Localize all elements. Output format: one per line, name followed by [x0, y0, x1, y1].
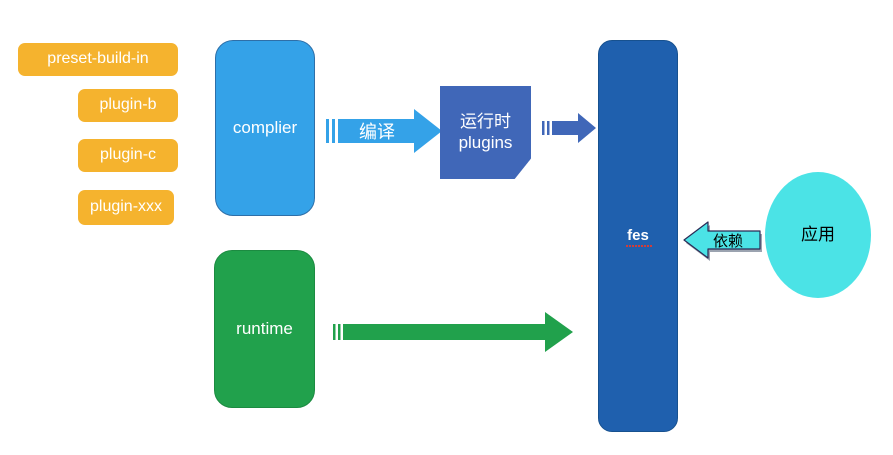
spellcheck-underline-icon: [626, 244, 652, 248]
node-fes-text: fes: [627, 227, 649, 245]
node-runtime-plugins-line2: plugins: [458, 132, 513, 152]
arrow-depend: [683, 221, 762, 261]
node-application-label: 应用: [801, 225, 835, 245]
node-runtime-plugins: 运行时 plugins: [440, 86, 531, 179]
arrow-compile: [326, 109, 442, 153]
chip-label: plugin-b: [99, 96, 157, 114]
chip-plugin-xxx: plugin-xxx: [78, 190, 174, 225]
chip-preset-build-in: preset-build-in: [18, 43, 178, 76]
node-complier-label: complier: [232, 118, 298, 138]
note-fold-corner: [514, 158, 531, 179]
chip-label: plugin-c: [99, 146, 157, 164]
arrow-plugins-to-fes: [542, 113, 596, 143]
node-runtime-label: runtime: [236, 319, 293, 339]
node-application: 应用: [765, 172, 871, 298]
chip-label: plugin-xxx: [89, 198, 163, 216]
node-runtime-plugins-line1: 运行时: [460, 112, 511, 132]
node-fes: fes: [598, 40, 678, 432]
node-fes-label: fes: [626, 227, 652, 248]
node-complier: complier: [215, 40, 315, 216]
node-runtime-plugins-label: 运行时 plugins: [459, 112, 513, 152]
arrow-runtime-to-fes: [333, 312, 573, 352]
chip-label: preset-build-in: [47, 50, 149, 68]
chip-plugin-c: plugin-c: [78, 139, 178, 172]
node-runtime: runtime: [214, 250, 315, 408]
chip-plugin-b: plugin-b: [78, 89, 178, 122]
